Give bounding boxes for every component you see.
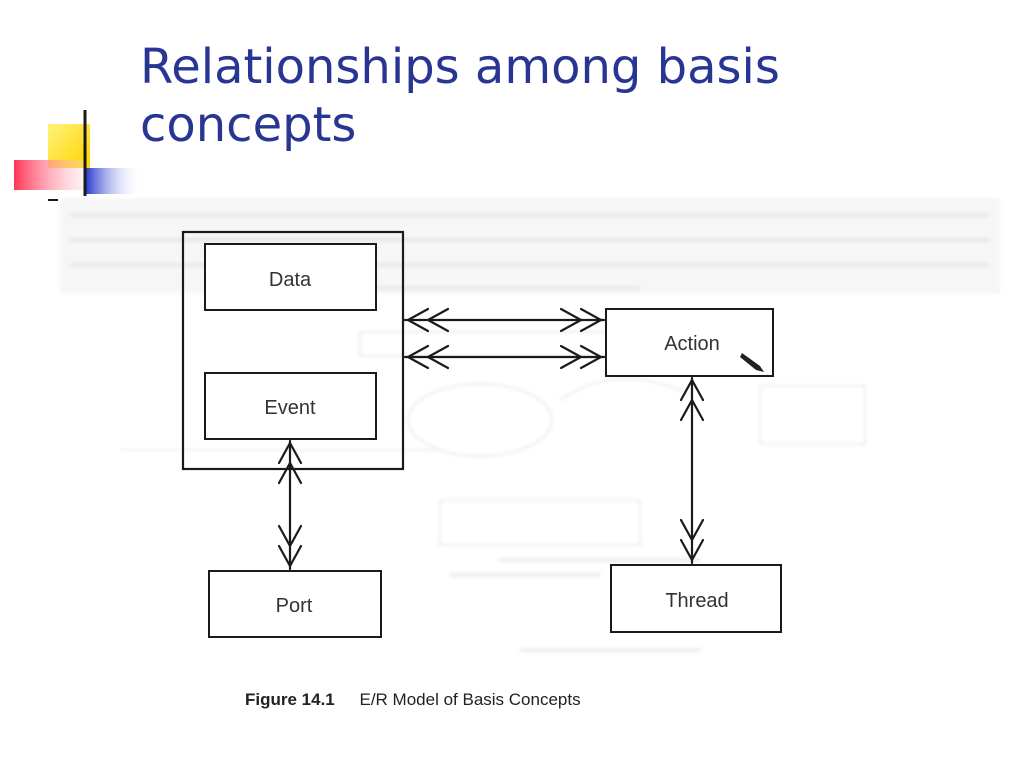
title-decoration [12,108,142,208]
figure-caption: Figure 14.1 E/R Model of Basis Concepts [245,690,581,709]
pen-mark [740,353,764,372]
title-line-2: concepts [140,97,357,153]
action-node-box [605,308,774,377]
data-node-box [204,243,377,311]
action-node-label: Action [664,333,720,355]
deco-red-bar [14,160,84,190]
scan-ghost-background [60,198,1000,652]
data-node-label: Data [269,269,312,291]
event-node-box [204,372,377,440]
thread-node-box [610,564,782,633]
deco-blue-bar [86,168,142,194]
event-port-arrow [277,439,303,571]
container-action-arrow-bottom [403,344,606,370]
figure-caption-text: E/R Model of Basis Concepts [360,690,581,709]
er-diagram-figure: Data Event Action Port Thread [0,195,1024,725]
slide-title: Relationships among basis concepts [140,38,1000,154]
title-line-1: Relationships among basis [140,39,780,95]
event-node-label: Event [264,397,316,419]
action-thread-arrow [679,376,705,565]
port-node-label: Port [276,595,313,617]
figure-caption-number: Figure 14.1 [245,690,335,709]
thread-node-label: Thread [665,590,728,612]
port-node-box [208,570,382,638]
container-action-arrow-top [403,307,606,333]
